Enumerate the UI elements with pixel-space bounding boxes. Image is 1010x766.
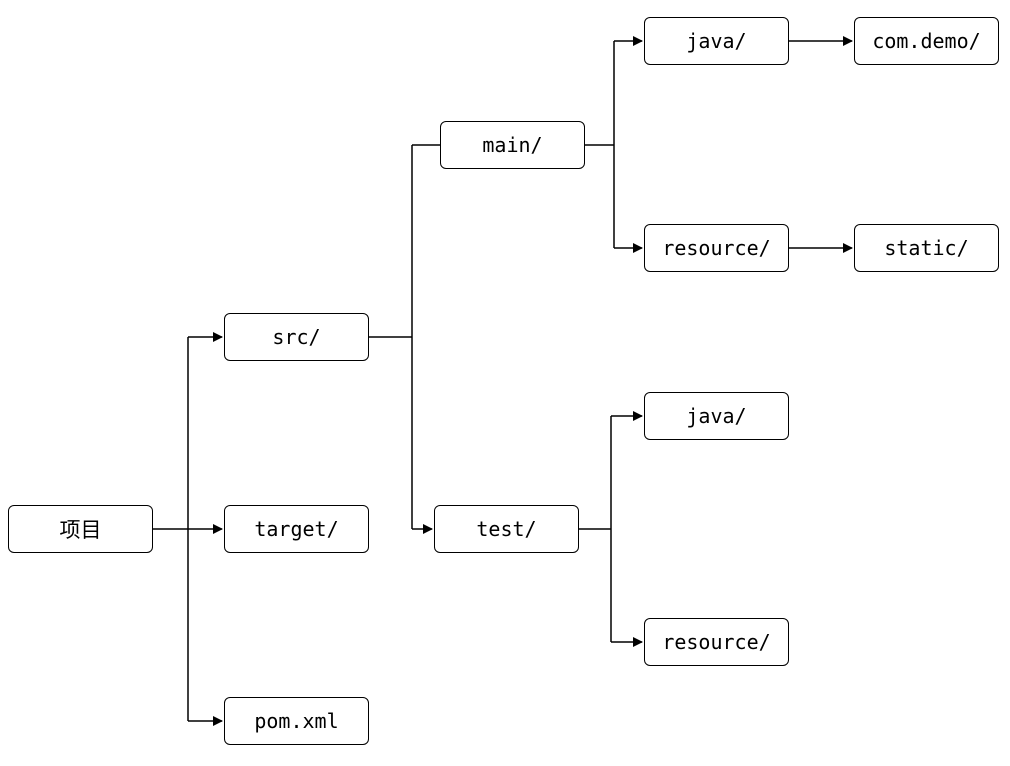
node-static: static/ (854, 224, 999, 272)
node-target: target/ (224, 505, 369, 553)
node-pom-xml: pom.xml (224, 697, 369, 745)
node-test: test/ (434, 505, 579, 553)
node-project-root: 项目 (8, 505, 153, 553)
node-test-resource: resource/ (644, 618, 789, 666)
node-src: src/ (224, 313, 369, 361)
node-main-resource: resource/ (644, 224, 789, 272)
node-com-demo: com.demo/ (854, 17, 999, 65)
node-test-java: java/ (644, 392, 789, 440)
node-main: main/ (440, 121, 585, 169)
node-main-java: java/ (644, 17, 789, 65)
